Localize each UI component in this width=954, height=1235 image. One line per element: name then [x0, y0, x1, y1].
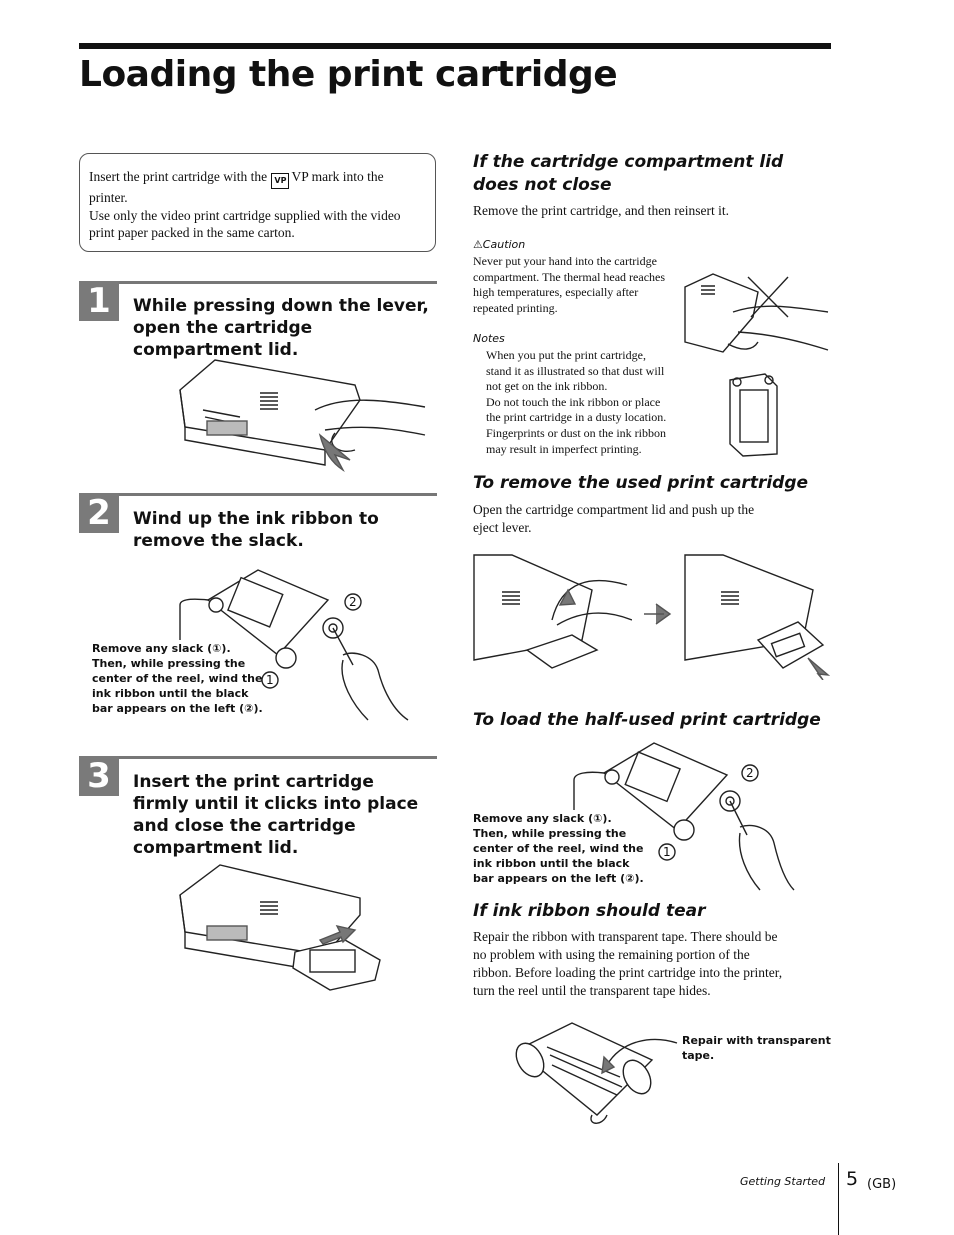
half-used-heading: To load the half-used print cartridge — [473, 710, 821, 730]
cartridge-standing-illustration — [729, 373, 778, 457]
callout-2: 2 — [349, 595, 357, 609]
page-number: 5 — [846, 1168, 859, 1190]
caution-icon: ⚠ — [473, 238, 483, 251]
cartridge-ejected-illustration — [684, 554, 831, 680]
step-2-rule — [79, 493, 437, 496]
eject-lever-illustration — [473, 554, 632, 669]
tear-text: Repair the ribbon with transparent tape.… — [473, 929, 783, 998]
step-3-rule — [79, 756, 437, 759]
step-1-number: 1 — [79, 281, 119, 321]
caution-hand-illustration — [684, 273, 829, 353]
half-used-cartridge-illustration: 2 1 — [573, 742, 795, 891]
remove-text: Open the cartridge compartment lid and p… — [473, 502, 755, 535]
intro-text-1: Insert the print cartridge with the — [89, 169, 268, 184]
header-rule — [79, 43, 831, 49]
step-2-text: Wind up the ink ribbon to remove the sla… — [133, 509, 379, 551]
half-used-callout-2: 2 — [746, 766, 754, 780]
intro-text-1b: VP mark into the printer. — [89, 169, 384, 205]
arrow-right-icon — [644, 603, 672, 625]
step-3-number: 3 — [79, 756, 119, 796]
printer-open-lid-illustration — [179, 359, 426, 472]
step-2-number: 2 — [79, 493, 119, 533]
remove-heading: To remove the used print cartridge — [473, 473, 809, 493]
step-1-rule — [79, 281, 437, 284]
footer-lang: (GB) — [867, 1177, 897, 1192]
step-3-text: Insert the print cartridge firmly until … — [133, 772, 419, 858]
notes-text: When you put the print cartridge,stand i… — [486, 348, 667, 456]
footer-section: Getting Started — [740, 1175, 826, 1188]
cartridge-insert-illustration — [179, 864, 381, 991]
half-used-callout-1: 1 — [663, 845, 671, 859]
intro-text-2: Use only the video print cartridge suppl… — [89, 207, 401, 241]
page-title: Loading the print cartridge — [79, 54, 618, 95]
footer-rule — [838, 1163, 839, 1235]
tear-heading: If ink ribbon should tear — [473, 901, 706, 921]
ribbon-winding-illustration: 2 1 — [179, 569, 409, 721]
lid-text: Remove the print cartridge, and then rei… — [473, 203, 730, 218]
half-used-label: Remove any slack (①).Then, while pressin… — [473, 812, 644, 885]
step-1-text: While pressing down the lever, open the … — [133, 296, 429, 360]
notes-heading: Notes — [473, 332, 505, 345]
step-2-label: Remove any slack (①).Then, while pressin… — [92, 642, 263, 715]
caution-heading: ⚠Caution — [473, 238, 526, 251]
lid-heading: If the cartridge compartment lid does no… — [473, 152, 784, 195]
taped-ribbon-illustration — [515, 1022, 678, 1124]
callout-1: 1 — [266, 673, 274, 687]
vp-mark-icon: VP — [271, 173, 290, 189]
